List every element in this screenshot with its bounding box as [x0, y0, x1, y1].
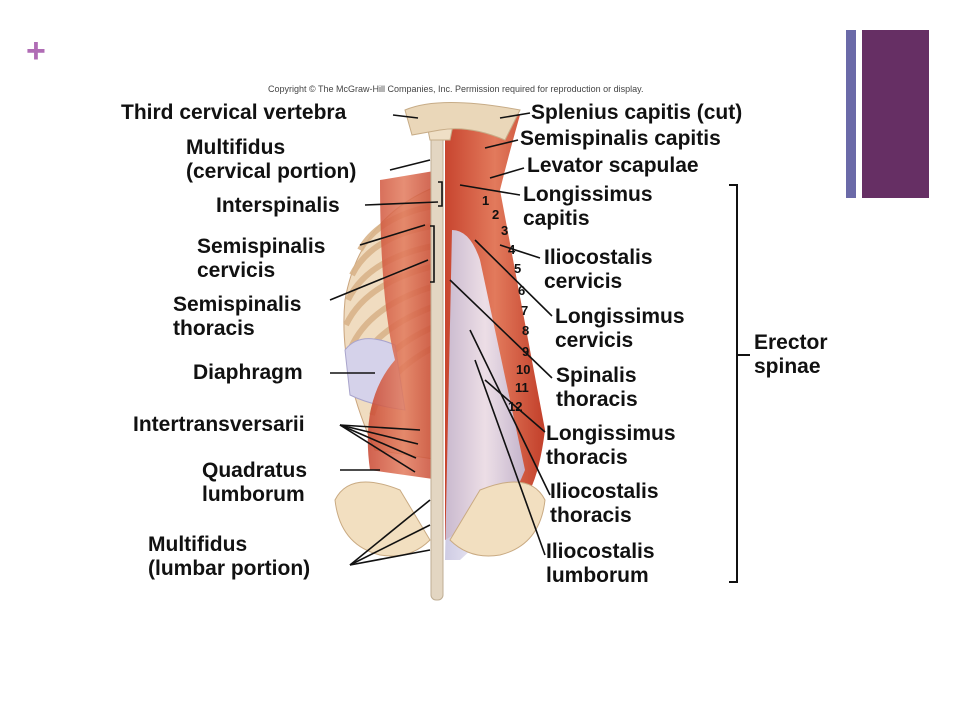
rib-number-7: 7: [521, 303, 529, 318]
label-splenius-capitis: Splenius capitis (cut): [531, 101, 743, 124]
erector-spinae-bracket: [729, 184, 750, 583]
slide-plus-mark: +: [26, 32, 46, 70]
rib-number-11: 11: [515, 380, 529, 395]
rib-number-4: 4: [508, 242, 516, 257]
rib-number-9: 9: [522, 344, 530, 359]
label-levator-scapulae: Levator scapulae: [527, 154, 699, 177]
left-deep-muscles: [367, 170, 440, 480]
rib-number-6: 6: [518, 283, 526, 298]
rib-number-12: 12: [508, 399, 523, 414]
rib-number-8: 8: [522, 323, 530, 338]
accent-bar-thick: [862, 30, 929, 198]
label-multifidus-lumbar: Multifidus(lumbar portion): [148, 533, 311, 580]
rib-number-10: 10: [516, 362, 531, 377]
leader-lines-right: [449, 112, 553, 556]
label-interspinalis: Interspinalis: [216, 194, 340, 217]
accent-bar-thin: [846, 30, 856, 198]
label-semispinalis-capitis: Semispinalis capitis: [520, 127, 721, 150]
label-intertransversarii: Intertransversarii: [133, 413, 305, 436]
copyright-notice: Copyright © The McGraw-Hill Companies, I…: [268, 84, 644, 94]
rib-number-5: 5: [514, 261, 522, 276]
rib-number-2: 2: [492, 207, 500, 222]
skull-base: [404, 102, 521, 141]
label-diaphragm: Diaphragm: [193, 361, 303, 384]
label-third-cervical-vertebra: Third cervical vertebra: [121, 101, 347, 124]
leader-lines-left: [329, 114, 443, 566]
rib-number-3: 3: [501, 223, 509, 238]
rib-number-1: 1: [482, 193, 490, 208]
label-multifidus-cervical: Multifidus(cervical portion): [186, 136, 357, 183]
